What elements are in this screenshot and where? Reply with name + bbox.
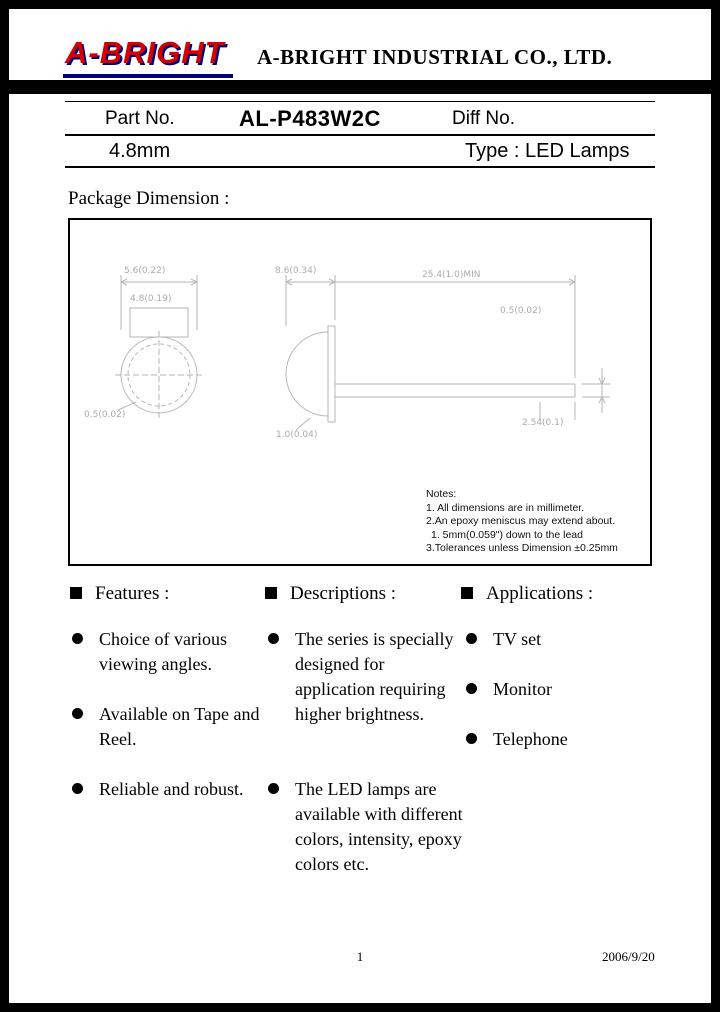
square-bullet-icon xyxy=(70,587,82,599)
circle-bullet-icon xyxy=(268,633,279,644)
company-logo: A-BRIGHT xyxy=(63,35,233,78)
company-logo-text: A-BRIGHT xyxy=(65,35,225,70)
square-bullet-icon xyxy=(265,587,277,599)
notes-title: Notes: xyxy=(426,488,457,500)
package-size: 4.8mm xyxy=(109,140,171,162)
application-item: TV set xyxy=(466,627,636,652)
application-item: Telephone xyxy=(466,727,636,752)
description-item: The LED lamps are available with differe… xyxy=(268,777,464,877)
company-name: A-BRIGHT INDUSTRIAL CO., LTD. xyxy=(257,45,613,69)
features-heading: Features : xyxy=(70,583,169,605)
dimension-label: 2.54(0.1) xyxy=(522,418,564,428)
circle-bullet-icon xyxy=(72,708,83,719)
part-table-top-line xyxy=(65,101,655,102)
feature-item: Choice of various viewing angles. xyxy=(72,627,268,677)
circle-bullet-icon xyxy=(466,683,477,694)
applications-heading: Applications : xyxy=(461,583,593,605)
description-item: The series is specially designed for app… xyxy=(268,627,464,727)
application-item: Monitor xyxy=(466,677,636,702)
part-no-label: Part No. xyxy=(105,108,175,129)
note-line: 1. All dimensions are in millimeter. xyxy=(426,501,585,514)
part-table-bottom-line xyxy=(65,166,655,168)
dimension-label: 0.5(0.02) xyxy=(500,306,542,316)
dimension-label: 25.4(1.0)MIN xyxy=(422,270,481,280)
dimension-label: 1.0(0.04) xyxy=(276,430,318,440)
header-divider xyxy=(9,80,711,94)
dimension-label: 5.6(0.22) xyxy=(124,266,166,276)
package-dimension-drawing-box: 5.6(0.22) 4.8(0.19) 8.6(0.34) 25.4(1.0)M… xyxy=(68,218,652,566)
dimension-label: 4.8(0.19) xyxy=(130,294,172,304)
descriptions-heading: Descriptions : xyxy=(265,583,396,605)
part-no-value: AL-P483W2C xyxy=(239,106,381,131)
feature-item: Available on Tape and Reel. xyxy=(72,702,268,752)
drawing-notes: Notes: 1. All dimensions are in millimet… xyxy=(426,488,648,556)
square-bullet-icon xyxy=(461,587,473,599)
circle-bullet-icon xyxy=(72,783,83,794)
circle-bullet-icon xyxy=(268,783,279,794)
dimension-label: 8.6(0.34) xyxy=(275,266,317,276)
note-line: 2.An epoxy meniscus may extend about. xyxy=(426,515,616,527)
page-number: 1 xyxy=(356,949,364,964)
circle-bullet-icon xyxy=(72,633,83,644)
diff-no-label: Diff No. xyxy=(452,108,516,129)
part-table-mid-line xyxy=(65,134,655,136)
led-dimension-drawing xyxy=(115,275,610,431)
document-date: 2006/9/20 xyxy=(602,949,655,964)
circle-bullet-icon xyxy=(466,633,477,644)
type-label: Type : LED Lamps xyxy=(465,140,630,162)
note-line: 1. 5mm(0.059") down to the lead xyxy=(431,528,583,541)
note-line: 3.Tolerances unless Dimension ±0.25mm xyxy=(426,542,618,554)
circle-bullet-icon xyxy=(466,733,477,744)
feature-item: Reliable and robust. xyxy=(72,777,268,802)
package-dimension-title: Package Dimension : xyxy=(68,188,230,209)
dimension-label: 0.5(0.02) xyxy=(84,410,126,420)
